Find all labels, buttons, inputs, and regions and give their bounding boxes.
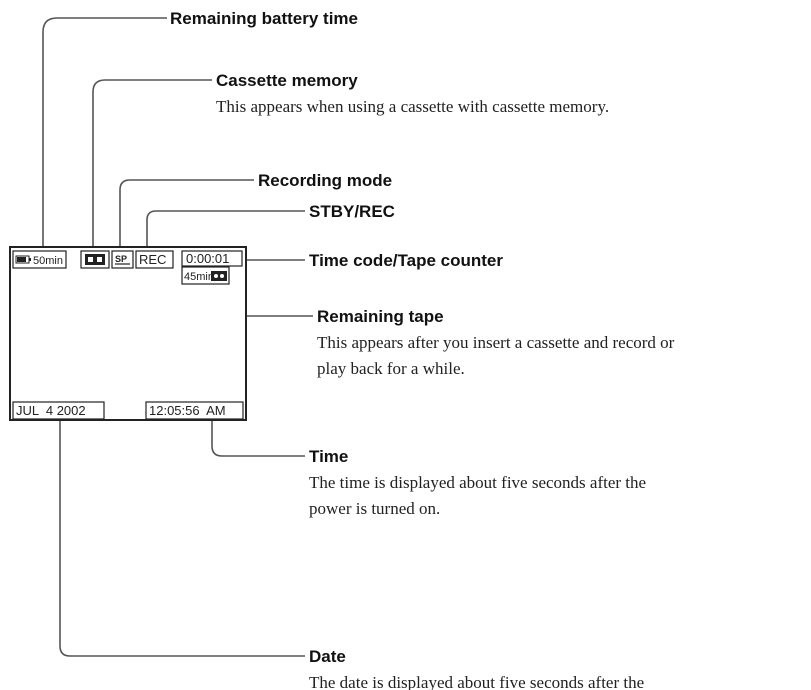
desc-remaining-tape-line2: play back for a while. bbox=[317, 359, 465, 378]
label-date: Date bbox=[309, 647, 346, 666]
time-code-indicator: 0:00:01 bbox=[181, 250, 243, 267]
callout-labels: Remaining battery time Cassette memory T… bbox=[170, 9, 675, 690]
label-recording-mode: Recording mode bbox=[258, 171, 392, 190]
viewfinder-screen: 50min SP REC 0:00:01 45min bbox=[9, 246, 247, 421]
battery-value: 50min bbox=[33, 255, 63, 267]
cassette-memory-icon bbox=[85, 254, 105, 265]
recording-mode-value: SP bbox=[115, 254, 127, 264]
cassette-memory-indicator bbox=[80, 250, 110, 269]
stby-rec-indicator: REC bbox=[135, 250, 174, 269]
label-time: Time bbox=[309, 447, 348, 466]
leader-date bbox=[59, 420, 305, 657]
desc-remaining-tape-line1: This appears after you insert a cassette… bbox=[317, 333, 675, 352]
leader-stby-rec bbox=[146, 210, 305, 248]
desc-time-line1: The time is displayed about five seconds… bbox=[309, 473, 646, 492]
stby-rec-value: REC bbox=[139, 252, 166, 267]
leader-cassette-memory bbox=[92, 79, 212, 248]
label-remaining-tape: Remaining tape bbox=[317, 307, 444, 326]
time-indicator: 12:05:56 AM bbox=[145, 401, 244, 420]
battery-indicator: 50min bbox=[12, 250, 67, 269]
leader-time bbox=[211, 420, 305, 457]
remaining-tape-value: 45min bbox=[184, 271, 214, 283]
label-stby-rec: STBY/REC bbox=[309, 202, 395, 221]
time-code-value: 0:00:01 bbox=[186, 251, 229, 266]
time-value: 12:05:56 AM bbox=[149, 403, 226, 418]
date-indicator: JUL 4 2002 bbox=[12, 401, 105, 420]
remaining-tape-indicator: 45min bbox=[181, 266, 230, 285]
label-cassette-memory: Cassette memory bbox=[216, 71, 358, 90]
desc-time-line2: power is turned on. bbox=[309, 499, 440, 518]
tape-icon bbox=[211, 271, 227, 281]
label-battery: Remaining battery time bbox=[170, 9, 358, 28]
date-value: JUL 4 2002 bbox=[16, 403, 86, 418]
recording-mode-indicator: SP bbox=[111, 250, 134, 269]
desc-cassette-memory: This appears when using a cassette with … bbox=[216, 97, 609, 116]
desc-date-line1: The date is displayed about five seconds… bbox=[309, 673, 644, 690]
label-time-code: Time code/Tape counter bbox=[309, 251, 503, 270]
leader-recording-mode bbox=[119, 179, 254, 248]
leader-battery bbox=[42, 17, 167, 248]
